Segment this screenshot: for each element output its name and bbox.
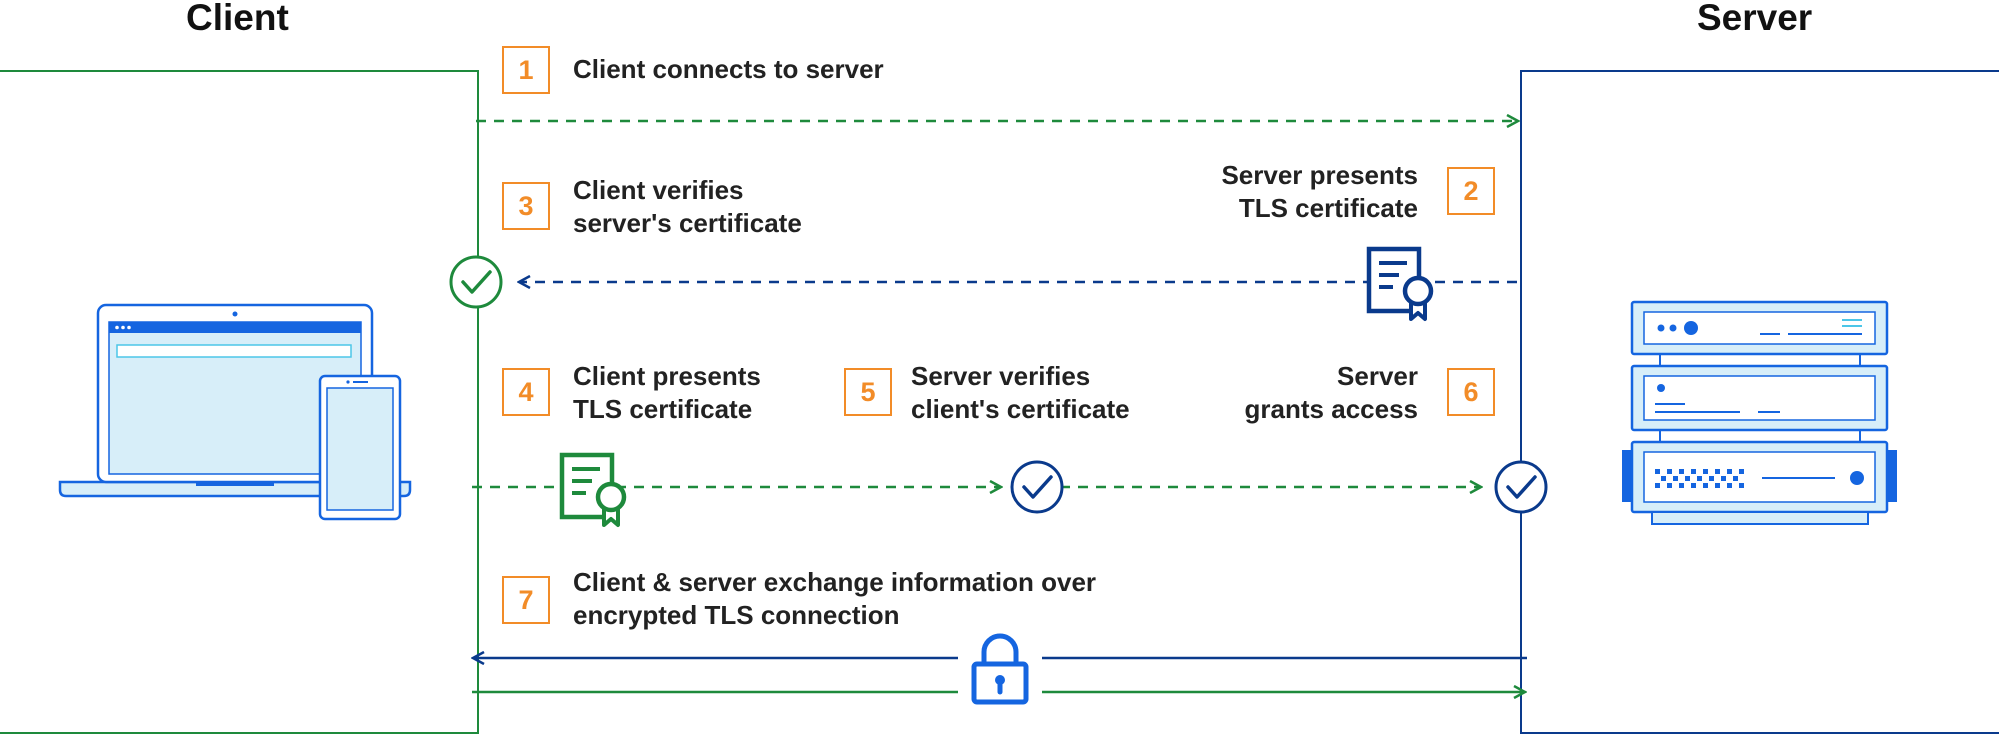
client-title: Client — [186, 0, 289, 38]
step-1-text: Client connects to server — [573, 54, 884, 84]
server-rack-icon — [1622, 300, 1897, 525]
step-3-text: Client verifies server's certificate — [573, 175, 802, 238]
laptop-and-phone-icon — [58, 303, 412, 521]
server-title: Server — [1697, 0, 1813, 38]
server-panel — [1520, 70, 1999, 734]
client-certificate-icon — [559, 452, 627, 527]
server-grant-check-icon — [1494, 460, 1548, 514]
server-certificate-icon — [1366, 246, 1434, 321]
client-panel — [0, 70, 479, 734]
step-5-badge: 5 — [844, 368, 892, 416]
step-6-text: Server grants access — [1244, 361, 1418, 424]
step-7-text: Client & server exchange information ove… — [573, 567, 1097, 630]
step-3-badge: 3 — [502, 182, 550, 230]
client-check-icon — [449, 255, 503, 309]
step-5-text: Server verifies client's certificate — [911, 361, 1130, 424]
server-verify-check-icon — [1010, 460, 1064, 514]
step-1-badge: 1 — [502, 46, 550, 94]
padlock-icon — [958, 632, 1042, 706]
step-6-badge: 6 — [1447, 368, 1495, 416]
step-2-text: Server presents TLS certificate — [1221, 160, 1418, 223]
step-2-badge: 2 — [1447, 167, 1495, 215]
step-7-badge: 7 — [502, 576, 550, 624]
step-4-badge: 4 — [502, 368, 550, 416]
step-4-text: Client presents TLS certificate — [573, 361, 761, 424]
